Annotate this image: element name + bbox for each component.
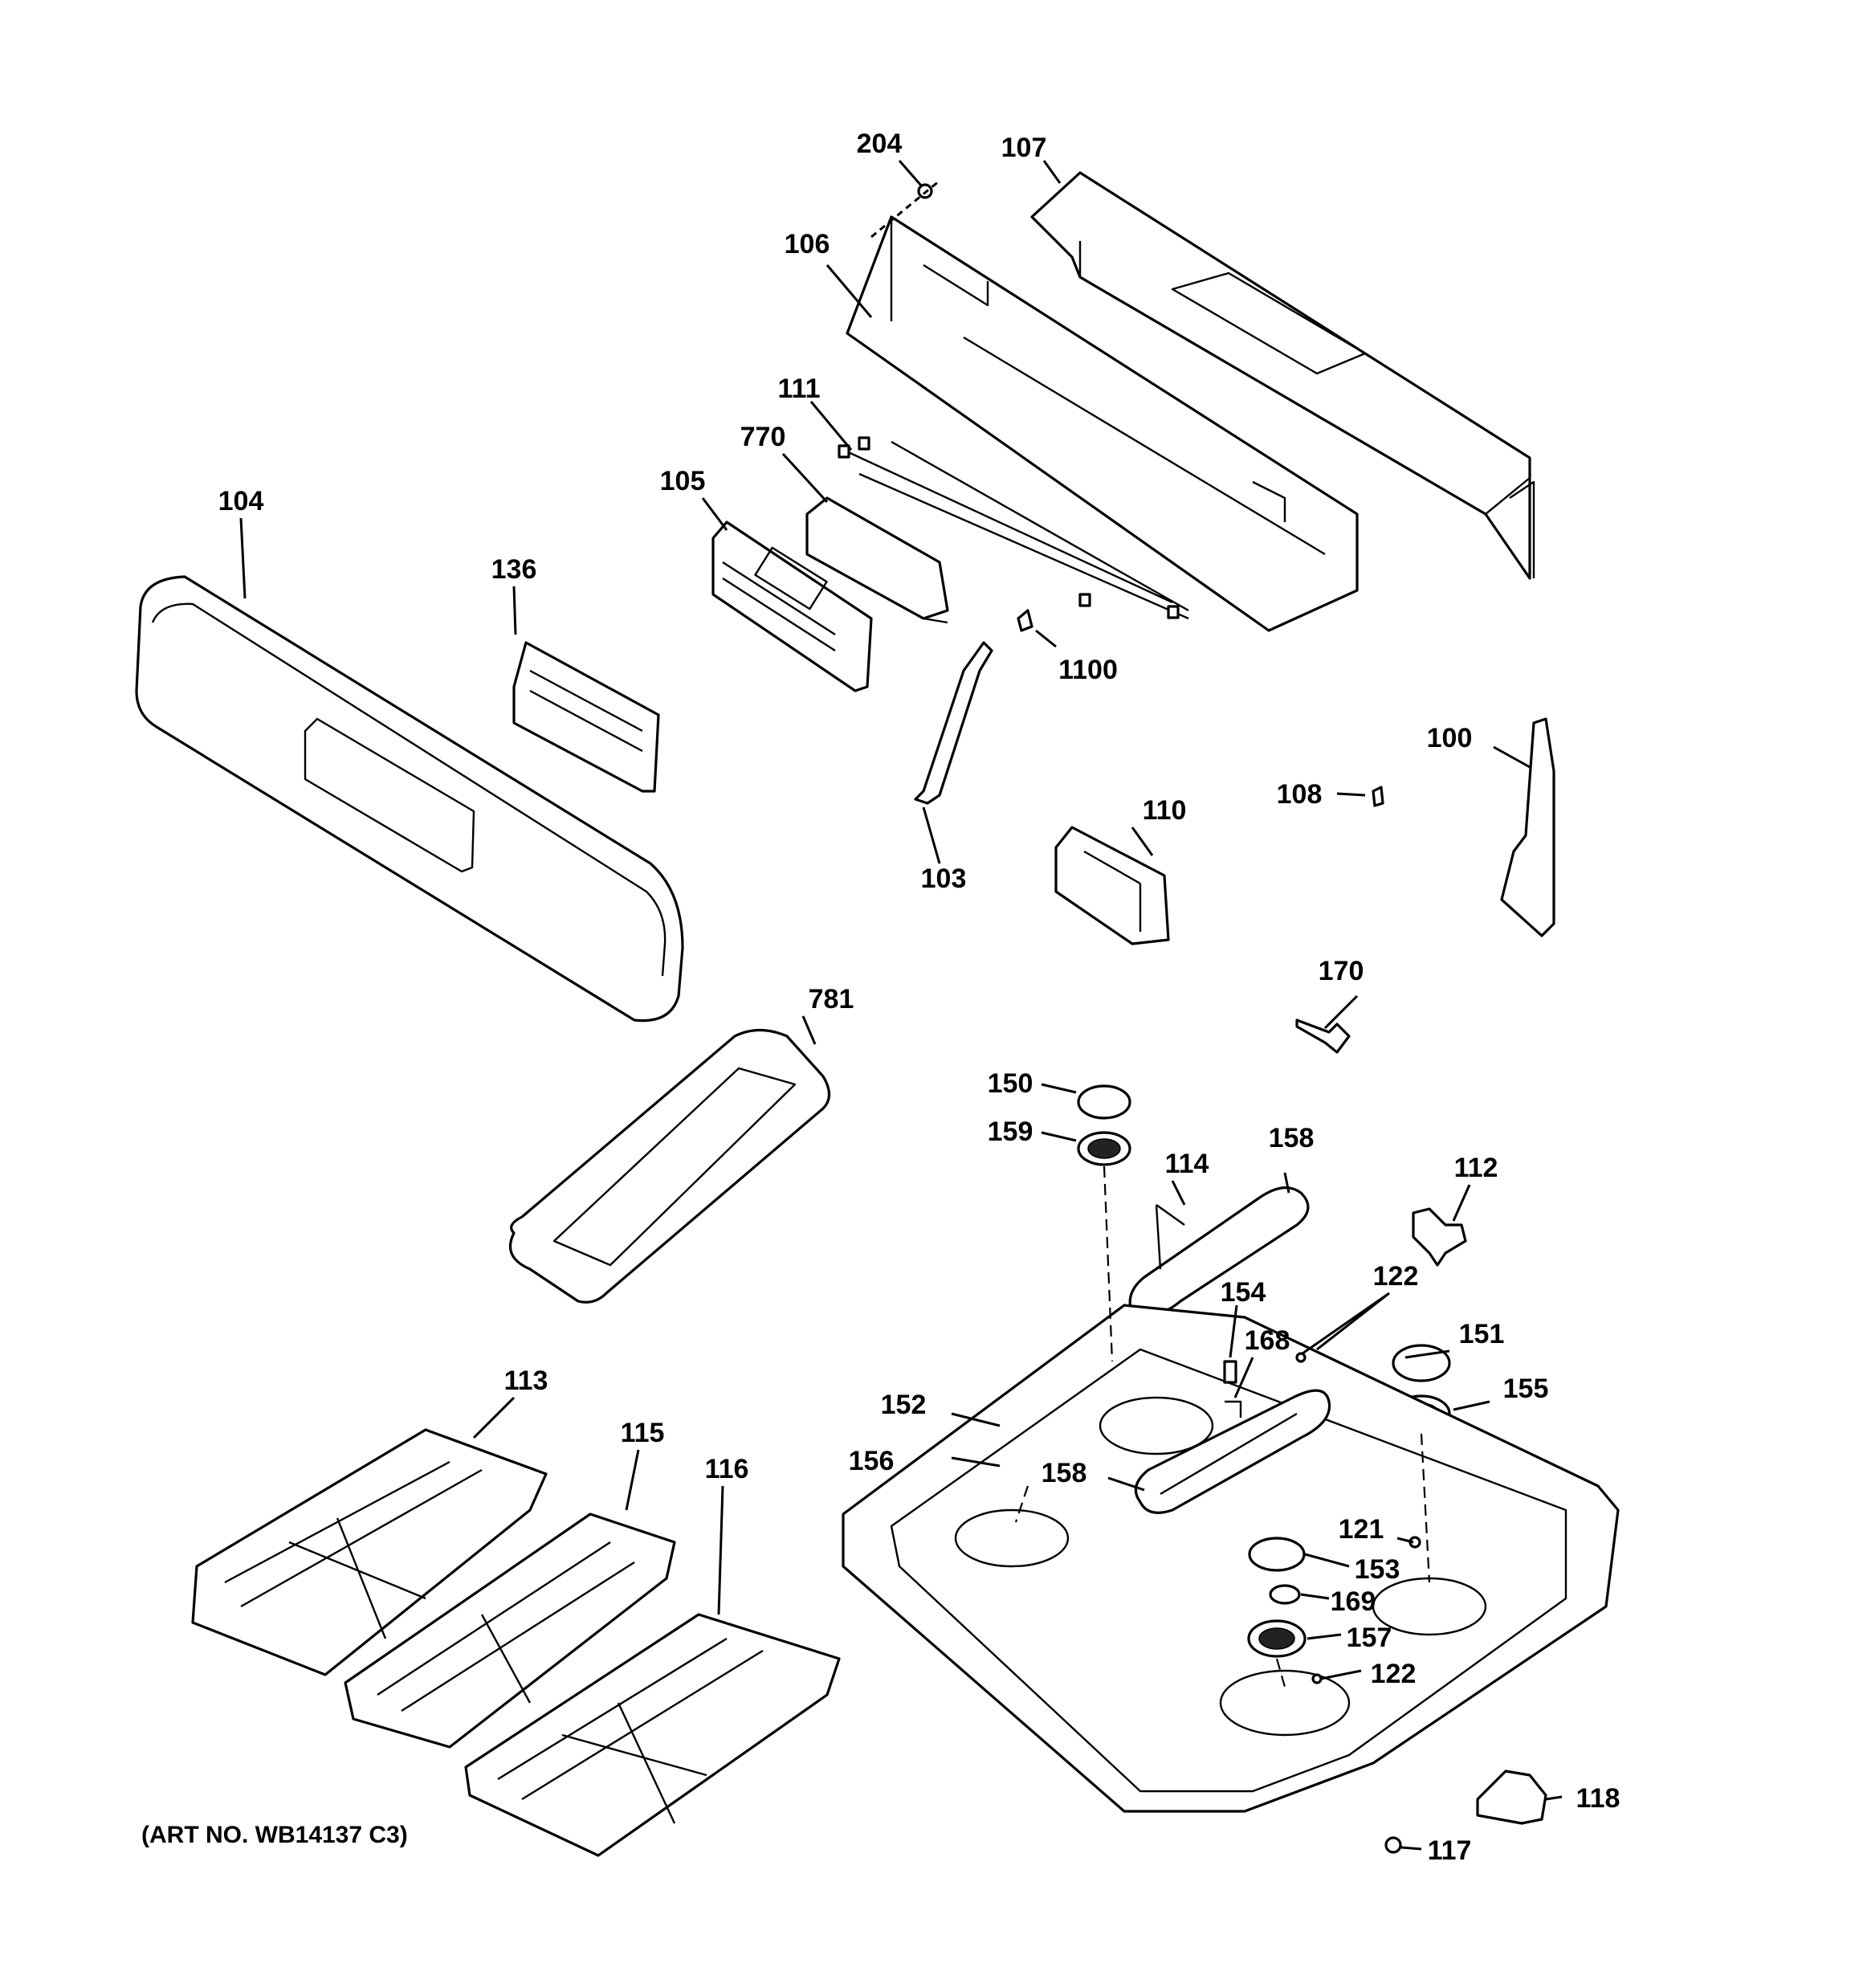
part-113-grate [191,1428,548,1676]
part-154-orifice [1223,1360,1237,1384]
callout-115: 115 [621,1418,665,1448]
part-781-griddle [508,1028,831,1304]
callout-168: 168 [1245,1325,1290,1356]
part-104-control-panel [135,575,684,1023]
callout-122-lower: 122 [1371,1659,1417,1689]
part-168-clip [1225,1400,1242,1418]
callout-107: 107 [1001,133,1047,163]
part-107-rear-cover [1030,171,1535,580]
part-108-screw [1372,786,1384,807]
part-115-grate [344,1512,676,1749]
callout-121: 121 [1339,1514,1384,1545]
part-110-terminal-block [1054,826,1170,945]
part-118-foot [1476,1770,1547,1825]
part-117-nut [1384,1836,1402,1854]
callout-114: 114 [1165,1149,1209,1179]
callout-150: 150 [988,1068,1033,1099]
callout-104: 104 [218,486,264,516]
callout-170: 170 [1319,956,1364,986]
part-122-screw-lower [1311,1673,1323,1684]
callout-154: 154 [1221,1277,1266,1308]
callout-136: 136 [491,554,537,585]
art-number: (ART NO. WB14137 C3) [141,1822,408,1848]
callout-151: 151 [1459,1319,1505,1349]
part-159-burner-head [1077,1131,1131,1166]
part-158-burner-ring [1134,1389,1331,1514]
callout-116: 116 [705,1454,749,1484]
callout-100: 100 [1427,723,1473,753]
callout-106: 106 [785,229,830,259]
part-122-screw-upper [1295,1352,1307,1363]
callout-113: 113 [504,1365,548,1396]
part-105-control-board [711,520,873,692]
part-112-igniter [1412,1207,1467,1267]
part-100-side-trim [1500,717,1555,937]
callout-108: 108 [1277,779,1323,810]
part-111-harness [838,436,1189,620]
part-204-nut [870,179,940,239]
part-116-grate [464,1613,841,1857]
part-153-cap [1248,1537,1306,1572]
callout-153: 153 [1355,1554,1400,1585]
callout-118: 118 [1576,1783,1620,1814]
callout-156: 156 [849,1446,895,1476]
callout-204: 204 [857,129,903,159]
callout-122-upper: 122 [1373,1261,1419,1292]
part-136-overlay [512,641,660,793]
part-151-cap [1392,1344,1451,1382]
callout-159: 159 [988,1116,1033,1147]
alignment-lines [1014,1165,1431,1688]
callout-112: 112 [1454,1153,1498,1183]
part-770-bracket [805,496,949,624]
callout-103: 103 [921,863,967,894]
part-106-backsplash [846,215,1359,632]
callout-155: 155 [1503,1374,1549,1404]
part-150-cap [1077,1084,1131,1120]
callout-152: 152 [881,1390,927,1420]
callout-157: 157 [1347,1623,1392,1653]
part-1100-clip [1017,609,1033,632]
callout-117: 117 [1428,1835,1472,1866]
callout-105: 105 [660,466,706,496]
part-170-screw [1295,1018,1351,1054]
callout-770: 770 [740,422,786,452]
part-114-clip [1155,1204,1185,1270]
callout-781: 781 [809,984,854,1014]
leader-lines [239,160,1563,1851]
callout-158-lower: 158 [1042,1458,1087,1488]
part-157-burner-head [1247,1619,1307,1658]
part-103-rail [914,641,993,805]
callout-111: 111 [778,374,821,404]
part-169-ring [1269,1584,1301,1605]
callout-169: 169 [1331,1586,1376,1617]
callout-158-upper: 158 [1269,1123,1315,1153]
callout-1100: 1100 [1058,655,1118,685]
callout-110: 110 [1143,795,1187,826]
